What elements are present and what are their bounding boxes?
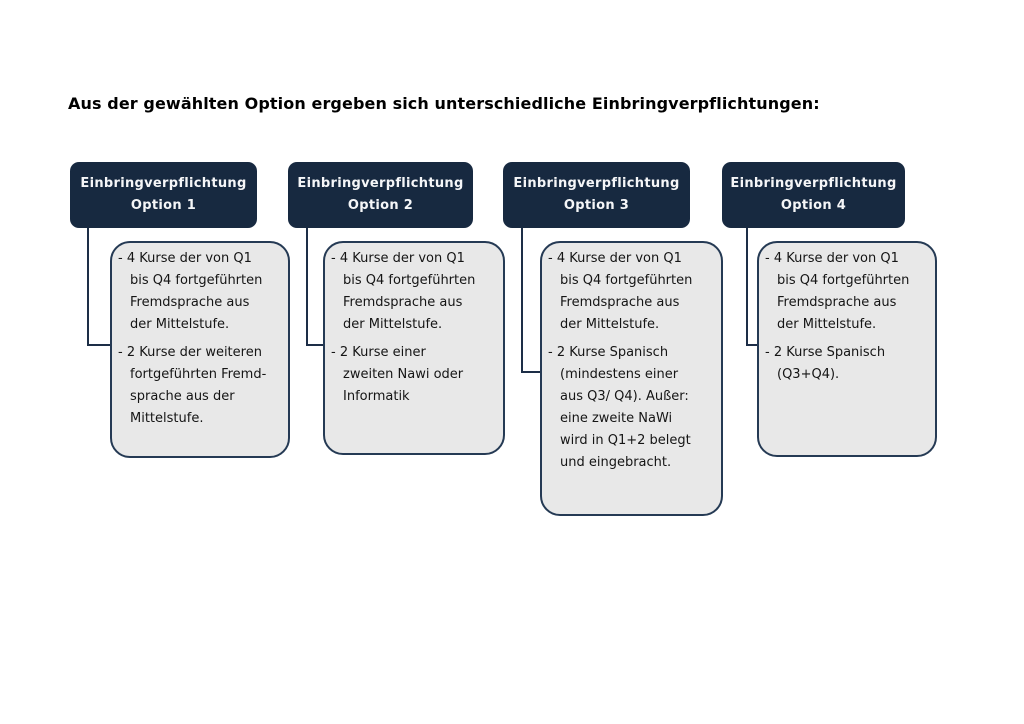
option-2-detail-box: - 4 Kurse der von Q1 bis Q4 fortgeführte… [323, 241, 505, 455]
option-2-header-line2: Option 2 [347, 198, 414, 213]
option-3-header-box: Einbringverpflichtung Option 3 [503, 162, 690, 228]
option-3-bullet-1: - 4 Kurse der von Q1 bis Q4 fortgeführte… [548, 251, 693, 332]
connector-3-vertical [521, 228, 523, 373]
option-4-header-box: Einbringverpflichtung Option 4 [722, 162, 905, 228]
connector-1-vertical [87, 228, 89, 346]
connector-1-horizontal [87, 344, 112, 346]
option-3-header-line1: Einbringverpflichtung [513, 176, 680, 191]
connector-4-vertical [746, 228, 748, 346]
option-2-bullet-2: - 2 Kurse einer zweiten Nawi oder Inform… [331, 345, 464, 404]
option-1-bullet-1: - 4 Kurse der von Q1 bis Q4 fortgeführte… [118, 251, 263, 332]
option-1-header-box: Einbringverpflichtung Option 1 [70, 162, 257, 228]
option-4-header-line1: Einbringverpflichtung [730, 176, 897, 191]
option-2-bullet-1: - 4 Kurse der von Q1 bis Q4 fortgeführte… [331, 251, 476, 332]
connector-3-horizontal [521, 371, 542, 373]
option-4-bullet-2: - 2 Kurse Spanisch (Q3+Q4). [765, 345, 886, 382]
option-1-bullet-2: - 2 Kurse der weiteren fortgeführten Fre… [118, 345, 267, 426]
connector-2-vertical [306, 228, 308, 346]
option-3-bullet-2: - 2 Kurse Spanisch (mindestens einer aus… [548, 345, 691, 470]
option-1-detail-box: - 4 Kurse der von Q1 bis Q4 fortgeführte… [110, 241, 290, 458]
option-4-detail-box: - 4 Kurse der von Q1 bis Q4 fortgeführte… [757, 241, 937, 457]
option-2-header-line1: Einbringverpflichtung [297, 176, 464, 191]
page-title: Aus der gewählten Option ergeben sich un… [68, 94, 820, 113]
option-4-bullet-1: - 4 Kurse der von Q1 bis Q4 fortgeführte… [765, 251, 910, 332]
option-4-header-line2: Option 4 [780, 198, 847, 213]
option-3-header-line2: Option 3 [563, 198, 630, 213]
connector-4-horizontal [746, 344, 759, 346]
option-1-header-line1: Einbringverpflichtung [80, 176, 247, 191]
option-2-header-box: Einbringverpflichtung Option 2 [288, 162, 473, 228]
option-3-detail-box: - 4 Kurse der von Q1 bis Q4 fortgeführte… [540, 241, 723, 516]
option-1-header-line2: Option 1 [130, 198, 197, 213]
connector-2-horizontal [306, 344, 325, 346]
